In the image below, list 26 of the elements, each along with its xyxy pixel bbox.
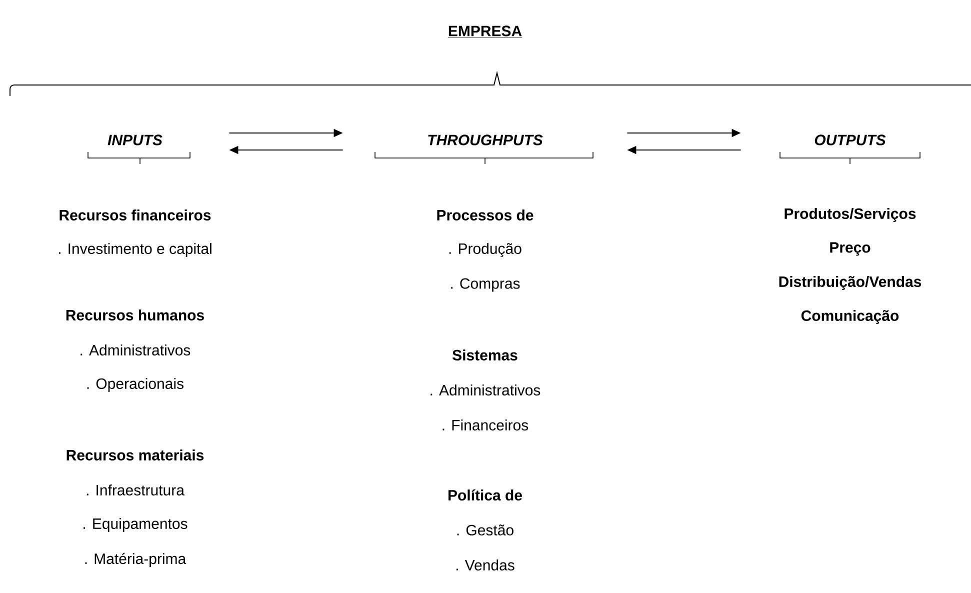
list-item: . Vendas (456, 559, 514, 570)
list-item: . Operacionais (87, 378, 184, 392)
list-heading: Recursos humanos (66, 309, 204, 320)
list-item: . Administrativos (430, 384, 540, 396)
list-item: . Infraestrutura (86, 484, 184, 496)
list-item: . Financeiros (442, 419, 528, 430)
list-item: . Produção (449, 242, 522, 258)
list-item: . Administrativos (80, 344, 190, 356)
list-heading: Distribuição/Vendas (779, 276, 922, 290)
list-item: . Compras (451, 278, 520, 292)
list-heading: Sistemas (452, 349, 518, 360)
list-heading: Produtos/Serviços (784, 208, 916, 222)
list-heading: Política de (448, 489, 522, 501)
list-item: . Gestão (457, 524, 514, 536)
list-item: . Equipamentos (84, 518, 188, 532)
column-heading: INPUTS (108, 134, 162, 146)
list-heading: Processos de (437, 209, 534, 220)
list-heading: Preço (830, 242, 870, 256)
list-heading: Recursos financeiros (60, 209, 211, 220)
list-heading: Comunicação (801, 310, 899, 324)
title: EMPRESA (448, 26, 522, 38)
list-item: . Matéria-prima (85, 552, 186, 568)
column-heading: THROUGHPUTS (428, 134, 543, 146)
list-item: . Investimento e capital (58, 243, 212, 257)
list-heading: Recursos materiais (66, 449, 204, 460)
column-heading: OUTPUTS (814, 134, 886, 146)
